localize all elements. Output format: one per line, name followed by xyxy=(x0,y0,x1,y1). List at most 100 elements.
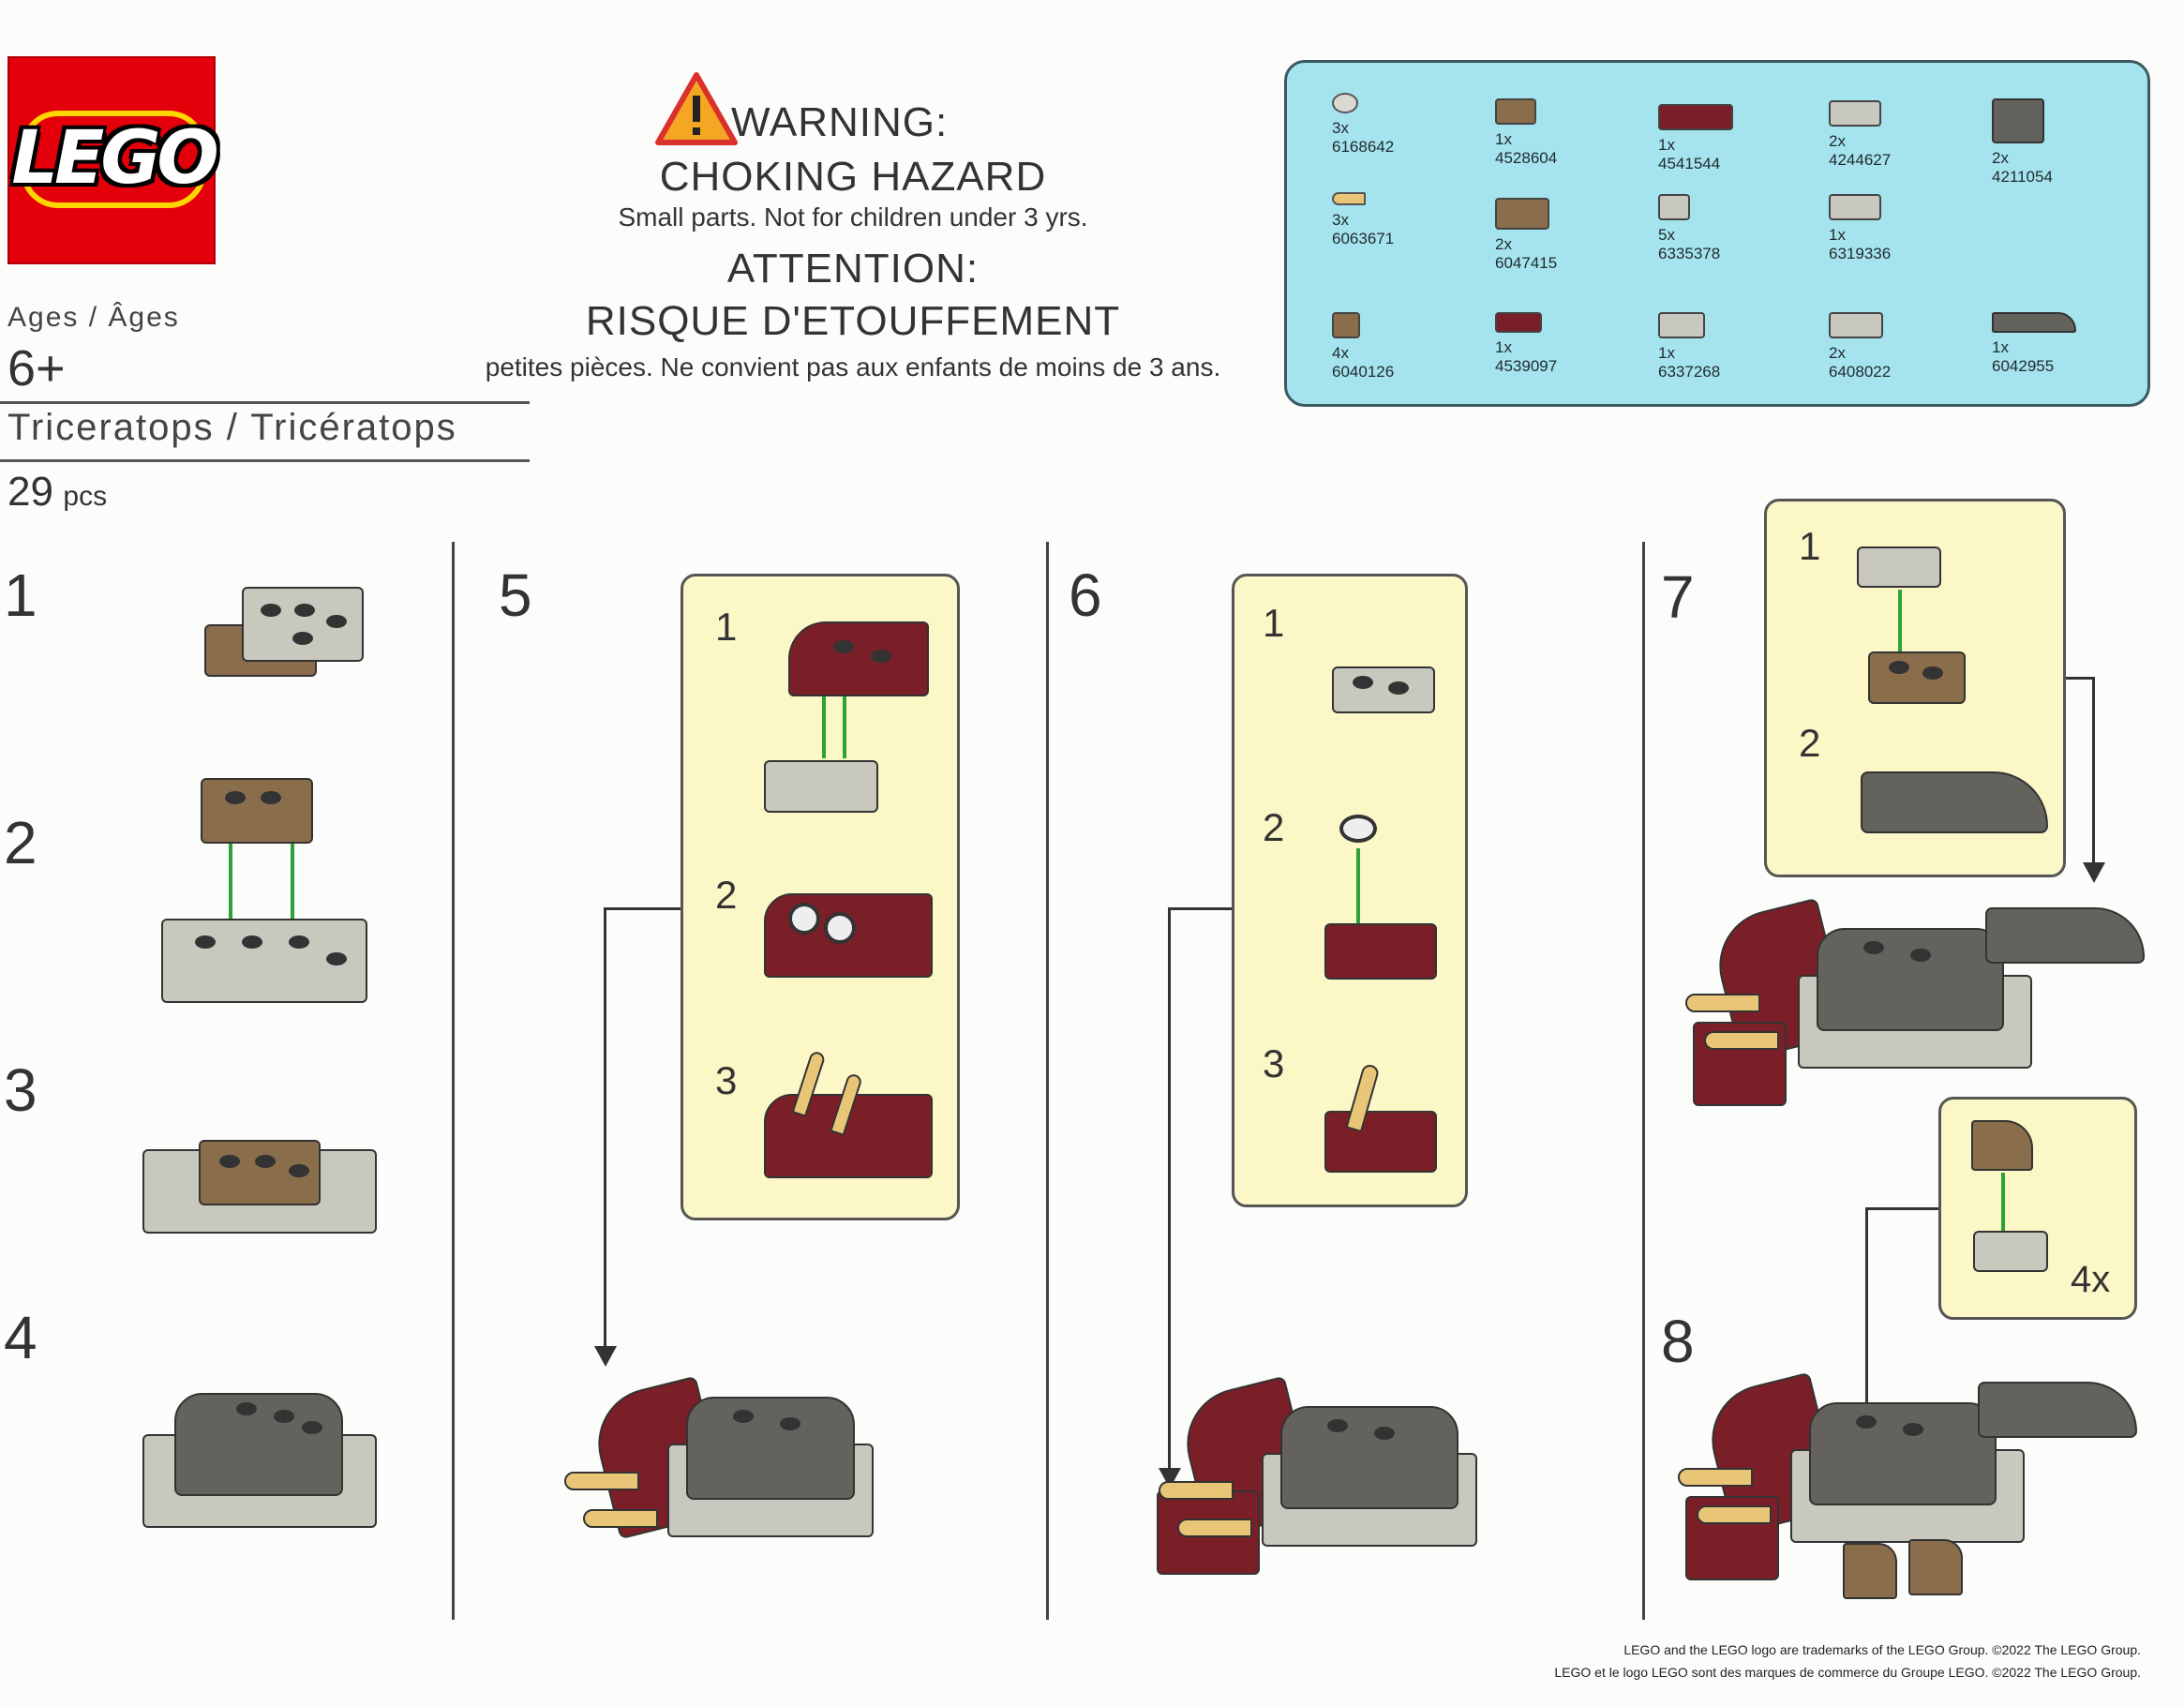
part-id: 6319336 xyxy=(1829,245,1892,262)
substep-callout-panel: 1 2 3 xyxy=(1232,574,1468,1207)
part-qty: 1x xyxy=(1829,226,1846,244)
piece-count-number: 29 xyxy=(7,469,53,515)
part-qty: 1x xyxy=(1658,344,1675,362)
clip-plate xyxy=(1332,666,1435,713)
divider-rule xyxy=(0,459,530,462)
part-item: 2x 6047415 xyxy=(1495,198,1626,273)
substep-number-3: 3 xyxy=(1263,1041,1285,1085)
part-id: 6047415 xyxy=(1495,254,1558,272)
step-number-3: 3 xyxy=(4,1056,37,1124)
horned-plate xyxy=(1324,1111,1437,1173)
substep-number-3: 3 xyxy=(715,1058,738,1102)
part-qty: 1x xyxy=(1495,338,1512,356)
part-item: 1x 6042955 xyxy=(1992,312,2123,376)
age-value: 6+ xyxy=(7,340,66,397)
part-image xyxy=(1829,100,1881,127)
warning-subtitle-fr: RISQUE D'ETOUFFEMENT xyxy=(585,298,1121,344)
substep-number-1: 1 xyxy=(1263,601,1285,645)
part-id: 4244627 xyxy=(1829,151,1892,169)
connector-line xyxy=(1865,1207,1938,1210)
part-item: 1x 4528604 xyxy=(1495,98,1626,168)
column-divider xyxy=(1046,542,1049,1620)
tail-slope xyxy=(1861,771,2048,833)
part-item: 1x 6337268 xyxy=(1658,312,1789,382)
part-qty: 2x xyxy=(1829,344,1846,362)
connector-line xyxy=(604,907,606,1348)
clip-plate xyxy=(1973,1231,2048,1272)
piece-count-unit: pcs xyxy=(63,481,108,512)
connector-line xyxy=(2066,677,2094,680)
substep-number-2: 2 xyxy=(1263,805,1285,849)
part-qty: 3x xyxy=(1332,211,1349,229)
connector-line xyxy=(1168,907,1232,910)
part-qty: 1x xyxy=(1658,136,1675,154)
parts-list-panel: 3x 6168642 1x 4528604 1x 4541544 2x 4244… xyxy=(1284,60,2150,407)
step-4-model xyxy=(133,1378,388,1556)
substep-callout-panel: 1 2 3 xyxy=(681,574,960,1220)
part-item: 2x 6408022 xyxy=(1829,312,1960,382)
lego-logo: LEGO xyxy=(7,56,219,264)
step-5-model xyxy=(564,1369,892,1565)
step-6-model xyxy=(1149,1375,1496,1594)
part-id: 4541544 xyxy=(1658,155,1721,172)
connector-line xyxy=(2092,677,2095,864)
step-number-2: 2 xyxy=(4,809,37,876)
step-3-model xyxy=(133,1112,388,1262)
step-number-1: 1 xyxy=(4,561,37,629)
slope-brick xyxy=(1971,1120,2033,1171)
red-plate xyxy=(1324,923,1437,980)
part-item: 2x 4244627 xyxy=(1829,100,1960,170)
connector-line xyxy=(1865,1207,1868,1526)
round-plate xyxy=(1339,815,1377,843)
substep-number-2: 2 xyxy=(1799,721,1821,765)
substep-callout-panel: 1 2 xyxy=(1764,499,2066,877)
part-image xyxy=(1992,312,2076,333)
warning-subtitle-en: CHOKING HAZARD xyxy=(659,154,1047,200)
part-image xyxy=(1495,98,1536,125)
part-qty: 2x xyxy=(1829,132,1846,150)
part-qty: 1x xyxy=(1992,338,2009,356)
clip-plate xyxy=(1857,546,1941,588)
column-divider xyxy=(1642,542,1645,1620)
part-id: 6040126 xyxy=(1332,363,1395,381)
part-id: 6063671 xyxy=(1332,230,1395,247)
part-item: 2x 4211054 xyxy=(1992,98,2123,187)
part-id: 4211054 xyxy=(1992,168,2053,186)
part-image xyxy=(1658,104,1733,130)
part-image xyxy=(1658,194,1690,220)
divider-rule xyxy=(0,401,530,404)
step-number-7: 7 xyxy=(1661,563,1695,631)
part-qty: 3x xyxy=(1332,119,1349,137)
trademark-notice-en: LEGO and the LEGO logo are trademarks of… xyxy=(1623,1642,2141,1657)
part-id: 6335378 xyxy=(1658,245,1721,262)
part-image xyxy=(1332,192,1366,205)
connector-line xyxy=(604,907,681,910)
substep-number-1: 1 xyxy=(715,605,738,649)
step-7-model xyxy=(1685,897,2154,1134)
part-item: 1x 6319336 xyxy=(1829,194,1960,263)
part-id: 4539097 xyxy=(1495,357,1558,375)
warning-text-fr: petites pièces. Ne convient pas aux enfa… xyxy=(485,352,1221,382)
part-id: 4528604 xyxy=(1495,149,1558,167)
part-qty: 4x xyxy=(1332,344,1349,362)
part-image xyxy=(1992,98,2044,143)
substep-number-2: 2 xyxy=(715,873,738,917)
warning-text-en: Small parts. Not for children under 3 yr… xyxy=(618,202,1088,232)
part-image xyxy=(1829,194,1881,220)
part-qty: 5x xyxy=(1658,226,1675,244)
part-image xyxy=(1495,312,1542,333)
part-id: 6408022 xyxy=(1829,363,1892,381)
part-item: 1x 4541544 xyxy=(1658,104,1789,173)
warning-title-en: WARNING: xyxy=(731,99,949,145)
part-id: 6337268 xyxy=(1658,363,1721,381)
step-8-model xyxy=(1678,1371,2147,1618)
substep-callout-panel: 4x xyxy=(1938,1097,2137,1320)
part-image xyxy=(1332,312,1360,338)
warning-title-fr: ATTENTION: xyxy=(726,246,980,292)
part-id: 6042955 xyxy=(1992,357,2055,375)
logo-ring xyxy=(21,111,206,208)
trademark-notice-fr: LEGO et le logo LEGO sont des marques de… xyxy=(1554,1665,2141,1680)
warning-triangle-icon xyxy=(654,71,739,146)
part-image xyxy=(1495,198,1549,230)
wedge-plate xyxy=(788,621,929,696)
